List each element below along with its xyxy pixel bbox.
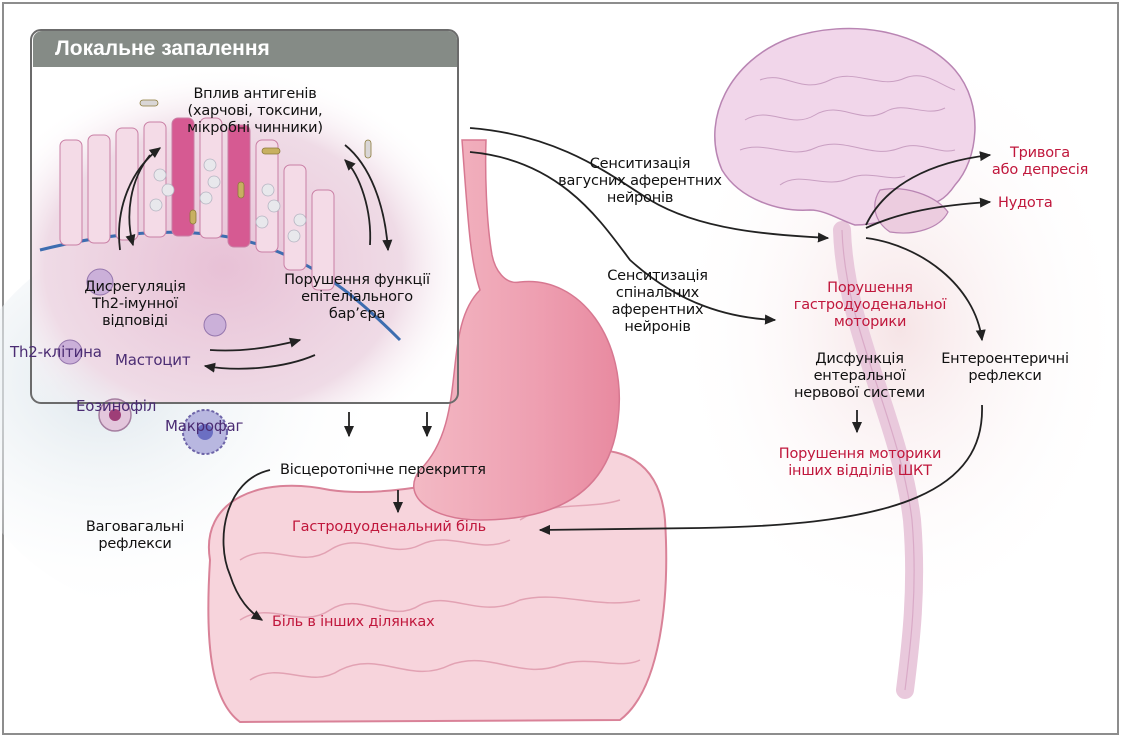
spinal-sensitization-label: Сенситизація спінальних аферентних нейро…: [607, 268, 708, 335]
enteroenteric-reflexes-label: Ентероентеричні рефлекси: [941, 351, 1069, 384]
barrier-dysfunction-label: Порушення функції епітеліального бар’єра: [284, 272, 430, 322]
vagal-sensitization-label: Сенситизація вагусних аферентних нейроні…: [558, 156, 722, 206]
anxiety-arrow: [865, 151, 992, 226]
enteric-dysfunction-label: Дисфункція ентеральної нервової системи: [794, 351, 925, 401]
epithelium-illustration: [39, 99, 402, 365]
gd-pain-label: Гастродуоденальний біль: [292, 519, 486, 535]
gd-motility-label: Порушення гастродуоденальної моторики: [793, 280, 947, 330]
nausea-label: Нудота: [998, 195, 1053, 211]
brain: [714, 27, 976, 234]
enteroenteric-arrow: [865, 237, 986, 342]
macrophage-label: Макрофаг: [165, 417, 244, 435]
antigen-exposure-label: Вплив антигенів (харчові, токсини, мікро…: [187, 86, 323, 136]
other-pain-label: Біль в інших ділянках: [272, 614, 435, 630]
intestines: [207, 449, 668, 724]
immune-cells: [98, 398, 228, 455]
nausea-arrow: [865, 197, 992, 229]
local-inflammation-inset: [30, 29, 459, 404]
stomach: [413, 139, 620, 521]
mast-cell-label: Мастоцит: [115, 351, 191, 369]
vagovagal-arrow: [222, 469, 271, 621]
inset-title: Локальне запалення: [33, 31, 457, 67]
anxiety-depression-label: Тривога або депресія: [991, 145, 1089, 178]
spinal-arrow: [469, 151, 777, 325]
reflex-to-pain-arrow: [538, 404, 983, 535]
eosinophil-label: Еозинофіл: [76, 397, 157, 415]
th2-dysregulation-label: Дисрегуляція Th2-імунної відповіді: [84, 279, 186, 329]
other-gi-motility-label: Порушення моторики інших відділів ШКТ: [778, 446, 942, 479]
th2-cell-label: Th2-клітина: [10, 343, 102, 361]
vagovagal-reflexes-label: Ваговагальні рефлекси: [85, 519, 185, 552]
vagal-arrow: [469, 127, 830, 243]
viscerotopic-overlap-label: Вісцеротопічне перекриття: [280, 462, 486, 478]
